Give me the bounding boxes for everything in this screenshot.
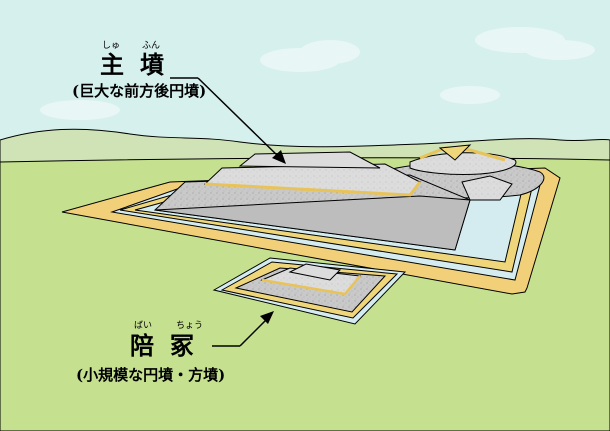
main-title: 主墳 — [100, 50, 180, 79]
main-title-ruby-2: ふん — [142, 41, 161, 51]
secondary-title-ruby-2: ちょう — [176, 321, 204, 331]
mound-side-protrusion — [461, 175, 513, 201]
satellite-terrace — [261, 275, 361, 296]
main-subtitle: (巨大な前方後円墳) — [72, 82, 207, 100]
main-title-ruby-1: しゅ — [102, 41, 121, 51]
satellite-top — [288, 263, 342, 281]
mound-terrace-line — [204, 181, 422, 197]
main-leader-line — [170, 77, 286, 164]
clouds — [40, 27, 595, 120]
secondary-title: 陪冢 — [130, 331, 210, 360]
secondary-leader-line — [212, 311, 274, 347]
mound-side-cap — [438, 144, 472, 161]
secondary-title-ruby-1: ばい — [134, 321, 153, 331]
secondary-subtitle: (小規模な円墳・方墳) — [76, 366, 226, 384]
